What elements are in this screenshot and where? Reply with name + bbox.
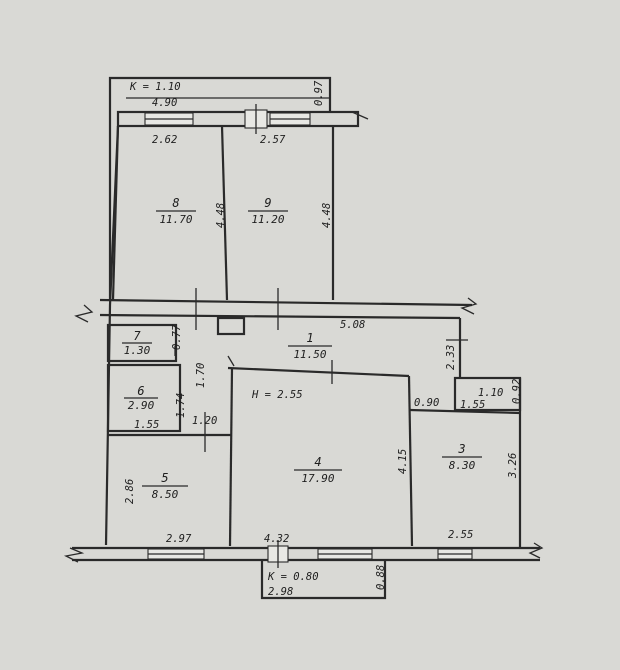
balcony-bottom-length: 2.98 <box>268 586 293 598</box>
room-1-area: 11.50 <box>293 348 326 361</box>
dim-r2-side: 1.10 <box>478 387 503 399</box>
room-9-area: 11.20 <box>251 213 284 226</box>
dimension-labels: 2.62 2.57 4.48 4.48 5.08 0.77 1.70 1.74 … <box>124 134 523 545</box>
balcony-top-length: 4.90 <box>152 97 177 109</box>
dim-hall-width: 5.08 <box>340 319 365 331</box>
room-5-area: 8.50 <box>152 488 179 501</box>
dim-r4-width: 4.32 <box>264 533 289 545</box>
right-break-mark <box>460 297 478 315</box>
dim-r8-width: 2.62 <box>152 134 177 146</box>
mid-wall-bottom <box>99 313 461 320</box>
dim-r4-height: 4.15 <box>397 449 409 474</box>
room-6-box <box>106 363 182 433</box>
dim-r7-side: 0.77 <box>171 324 183 350</box>
dim-r3-width: 2.55 <box>448 529 473 541</box>
dim-r3-height: 3.26 <box>507 453 519 479</box>
top-wall-break <box>351 111 369 120</box>
room-7-box <box>106 323 178 363</box>
dim-ceiling-height: H = 2.55 <box>251 389 303 401</box>
door-swing-1 <box>227 355 235 367</box>
dim-passage: 1.20 <box>192 415 217 427</box>
room-6-area: 2.90 <box>128 399 155 412</box>
balcony-top-outline <box>108 76 332 300</box>
room-5-number: 5 <box>161 471 168 485</box>
dim-r9-height: 4.48 <box>321 203 333 228</box>
room-3-number: 3 <box>457 442 465 456</box>
mid-wall-top <box>99 298 473 307</box>
balcony-bottom: K = 0.80 0.88 2.98 <box>260 560 387 600</box>
room-1-number: 1 <box>306 331 313 345</box>
outer-walls <box>63 125 544 563</box>
room-2-box <box>453 376 522 412</box>
balcony-bottom-k-label: K = 0.80 <box>267 571 319 583</box>
balcony-top-k-label: K = 1.10 <box>129 81 181 93</box>
vent-shaft <box>216 316 246 336</box>
dim-r5-height: 2.86 <box>124 479 136 504</box>
dim-r6-top: 1.70 <box>195 363 207 388</box>
room-8-number: 8 <box>172 196 179 210</box>
partition-4-right <box>407 375 414 547</box>
top-wall <box>116 104 369 134</box>
dim-hall-right: 2.33 <box>445 345 457 370</box>
dim-r6-side: 1.74 <box>175 393 187 418</box>
balcony-bottom-outline <box>260 560 387 600</box>
room-labels: 8 11.70 9 11.20 7 1.30 6 2.90 1 11.50 4 … <box>122 196 482 501</box>
partition-3-top <box>409 408 521 415</box>
room-7-number: 7 <box>133 329 141 343</box>
room-6-number: 6 <box>137 384 144 398</box>
room-3-area: 8.30 <box>449 459 476 472</box>
top-wall-band <box>116 110 360 128</box>
room-4-area: 17.90 <box>301 472 334 485</box>
room-9-number: 9 <box>264 196 271 210</box>
balcony-bottom-depth: 0.88 <box>375 565 387 590</box>
dim-r9-width: 2.57 <box>260 134 286 146</box>
partition-4-left <box>228 367 234 547</box>
bottom-wall-openings <box>147 540 473 568</box>
left-break-mark <box>74 304 94 323</box>
dim-r2-bottom: 1.55 <box>460 399 485 411</box>
dim-r8-height: 4.48 <box>215 203 227 228</box>
dim-r6-bottom: 1.55 <box>134 419 159 431</box>
bottom-left-break-mark <box>63 547 85 563</box>
bottom-right-break-mark <box>528 542 544 559</box>
partition-4-top <box>227 366 410 378</box>
balcony-top-depth: 0.97 <box>313 80 325 106</box>
left-wall-inner <box>111 125 120 301</box>
dim-r2-right: 0.92 <box>511 379 523 404</box>
partition-8-9 <box>220 125 229 301</box>
partitions <box>106 125 522 547</box>
room-7-area: 1.30 <box>124 344 151 357</box>
balcony-top: K = 1.10 0.97 4.90 <box>108 76 332 300</box>
room-8-area: 11.70 <box>159 213 192 226</box>
dim-door-gap: 0.90 <box>414 397 439 409</box>
dim-r5-width: 2.97 <box>166 533 192 545</box>
room-4-number: 4 <box>314 455 321 469</box>
